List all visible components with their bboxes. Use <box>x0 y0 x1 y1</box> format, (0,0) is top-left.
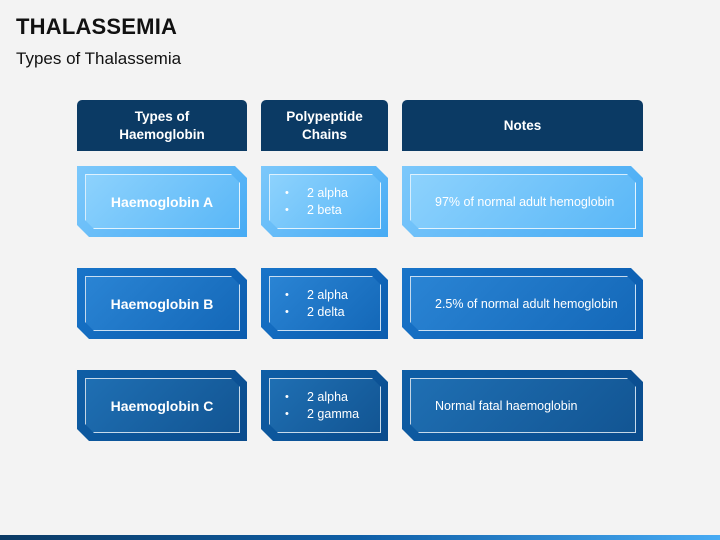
list-item: • 2 delta <box>285 304 348 321</box>
slide-title: THALASSEMIA <box>16 14 178 39</box>
bullet-icon: • <box>285 288 289 301</box>
chains-list: • 2 alpha • 2 gamma <box>285 370 359 441</box>
card-inner <box>410 276 636 331</box>
card-inner <box>410 378 636 433</box>
card-inner <box>269 276 381 331</box>
chains-card-haemoglobin-c: • 2 alpha • 2 gamma <box>261 370 388 441</box>
header-notes: Notes <box>402 100 643 151</box>
note-card-haemoglobin-c: Normal fatal haemoglobin <box>402 370 643 441</box>
type-label: Haemoglobin B <box>110 295 214 312</box>
header-label: Polypeptide Chains <box>286 108 363 142</box>
bullet-icon: • <box>285 305 289 318</box>
type-label: Haemoglobin A <box>110 193 214 210</box>
chains-card-haemoglobin-b: • 2 alpha • 2 delta <box>261 268 388 339</box>
bullet-icon: • <box>285 390 289 403</box>
card-inner <box>85 276 240 331</box>
header-label: Types of Haemoglobin <box>119 108 205 142</box>
list-item: • 2 gamma <box>285 406 359 423</box>
card-inner <box>85 174 240 229</box>
chain-text: 2 delta <box>307 304 345 319</box>
card-inner <box>85 378 240 433</box>
list-item: • 2 alpha <box>285 287 348 304</box>
chains-card-haemoglobin-a: • 2 alpha • 2 beta <box>261 166 388 237</box>
note-card-haemoglobin-a: 97% of normal adult hemoglobin <box>402 166 643 237</box>
list-item: • 2 beta <box>285 202 348 219</box>
card-inner <box>269 174 381 229</box>
bottom-accent-bar <box>0 535 720 540</box>
header-polypeptide-chains: Polypeptide Chains <box>261 100 388 151</box>
note-text: 2.5% of normal adult hemoglobin <box>435 296 618 311</box>
type-card-haemoglobin-c: Haemoglobin C <box>77 370 247 441</box>
note-text: Normal fatal haemoglobin <box>435 398 578 413</box>
list-item: • 2 alpha <box>285 185 348 202</box>
bullet-icon: • <box>285 186 289 199</box>
chains-list: • 2 alpha • 2 delta <box>285 268 348 339</box>
chain-text: 2 alpha <box>307 185 349 200</box>
bullet-icon: • <box>285 203 289 216</box>
chains-list: • 2 alpha • 2 beta <box>285 166 348 237</box>
type-card-haemoglobin-b: Haemoglobin B <box>77 268 247 339</box>
chain-text: 2 alpha <box>307 287 349 302</box>
type-label: Haemoglobin C <box>110 397 214 414</box>
chain-text: 2 alpha <box>307 389 349 404</box>
list-item: • 2 alpha <box>285 389 359 406</box>
chain-text: 2 beta <box>307 202 342 217</box>
header-label: Notes <box>503 117 542 133</box>
slide-subtitle: Types of Thalassemia <box>16 49 182 68</box>
type-card-haemoglobin-a: Haemoglobin A <box>77 166 247 237</box>
note-card-haemoglobin-b: 2.5% of normal adult hemoglobin <box>402 268 643 339</box>
header-types-of-haemoglobin: Types of Haemoglobin <box>77 100 247 151</box>
bullet-icon: • <box>285 407 289 420</box>
card-inner <box>410 174 636 229</box>
chain-text: 2 gamma <box>307 406 360 421</box>
note-text: 97% of normal adult hemoglobin <box>435 194 615 209</box>
card-inner <box>269 378 381 433</box>
